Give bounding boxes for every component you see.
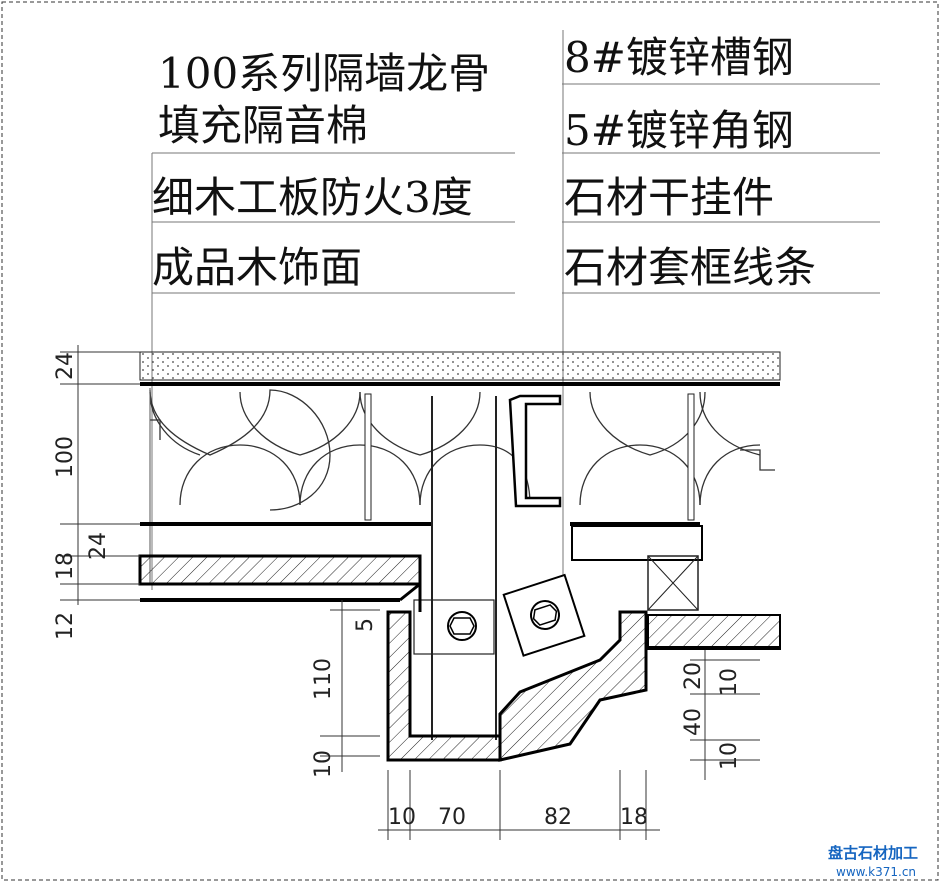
dim-left-110: 110	[311, 658, 336, 700]
label-left-3: 细木工板防火3度	[152, 173, 473, 222]
dim-bottom-18: 18	[620, 805, 648, 830]
dimension-lines	[60, 345, 760, 840]
dim-right-20: 20	[681, 662, 706, 690]
dim-left-12: 12	[53, 612, 78, 640]
dim-left-18: 18	[53, 552, 78, 580]
label-left-2: 填充隔音棉	[158, 101, 368, 150]
watermark-url: www.k371.cn	[836, 865, 916, 879]
wall-section	[138, 351, 781, 762]
label-right-4: 石材套框线条	[564, 243, 816, 292]
label-left-1: 100系列隔墙龙骨	[158, 49, 490, 98]
watermark-title: 盘古石材加工	[828, 844, 918, 862]
dim-bottom-70: 70	[438, 805, 466, 830]
insulation-fill	[149, 389, 775, 511]
label-block: 100系列隔墙龙骨 填充隔音棉 细木工板防火3度 成品木饰面 8#镀锌槽钢 5#…	[151, 30, 880, 600]
dim-bottom-82: 82	[544, 805, 572, 830]
dim-left-5: 5	[353, 618, 378, 632]
dim-left-24-low: 24	[86, 532, 111, 560]
label-left-4: 成品木饰面	[152, 243, 362, 292]
dim-right-10-bottom: 10	[717, 742, 742, 770]
dim-right-10-top: 10	[717, 668, 742, 696]
label-right-2: 5#镀锌角钢	[564, 106, 794, 155]
label-right-3: 石材干挂件	[564, 173, 774, 222]
dim-right-40: 40	[681, 708, 706, 736]
dim-left-10: 10	[311, 750, 336, 778]
dim-left-100: 100	[53, 436, 78, 478]
label-right-1: 8#镀锌槽钢	[564, 33, 794, 82]
dim-bottom-10: 10	[388, 805, 416, 830]
dim-left-24-top: 24	[53, 352, 78, 380]
stone-frame-moulding	[386, 610, 502, 762]
